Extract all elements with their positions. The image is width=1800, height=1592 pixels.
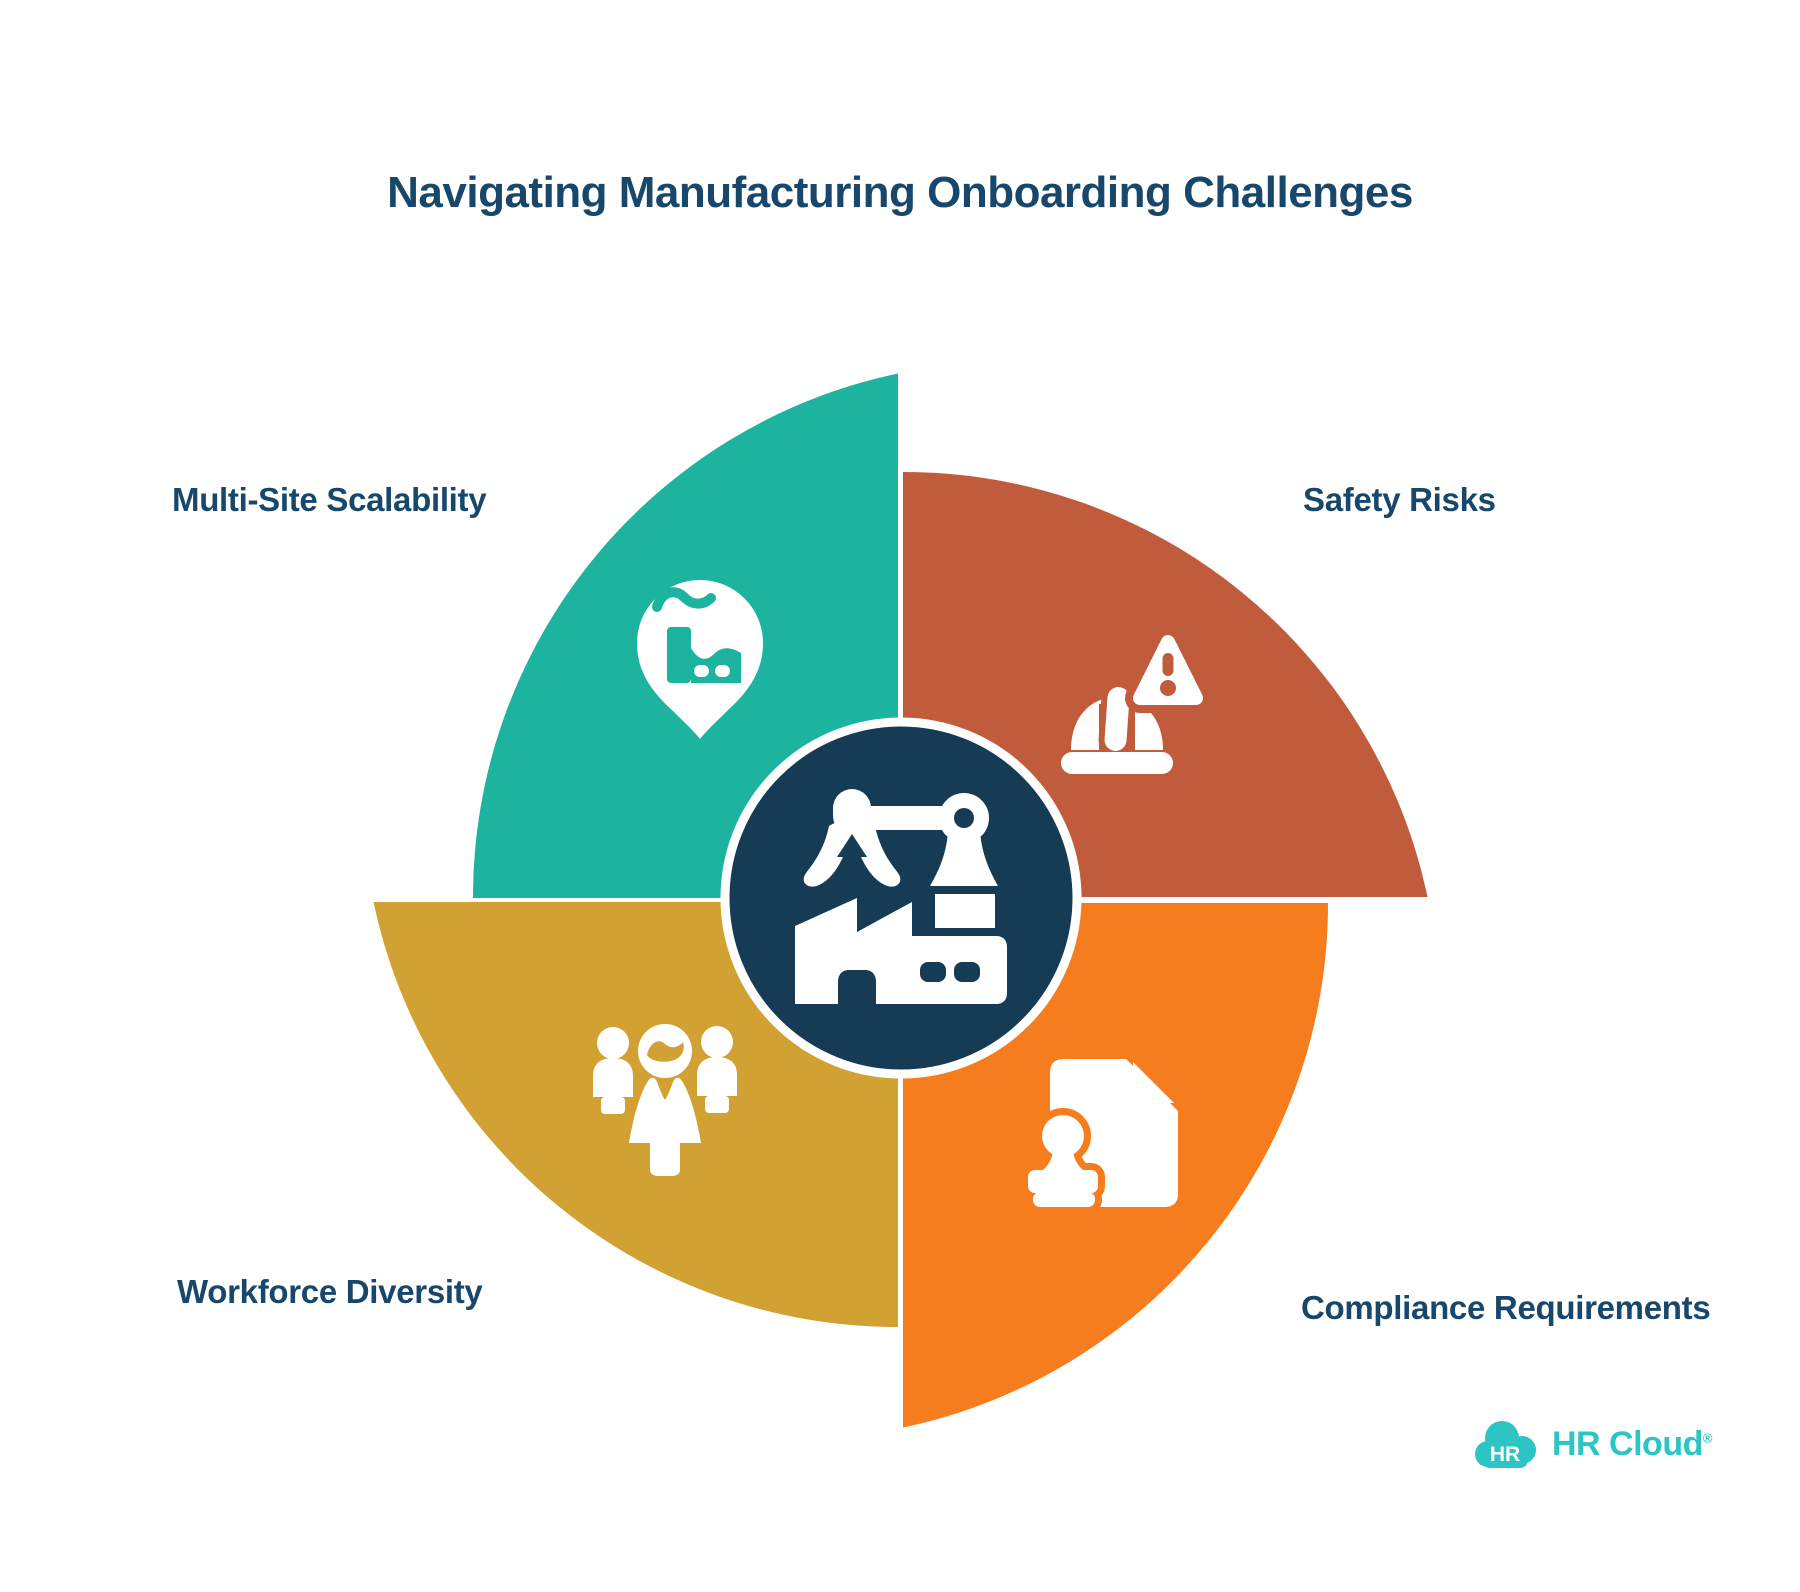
- woman-hair: [647, 1041, 684, 1062]
- hr-cloud-logo-icon: HR: [1475, 1421, 1536, 1468]
- page-title: Navigating Manufacturing Onboarding Chal…: [387, 168, 1413, 217]
- hr-cloud-logo: HR HR Cloud®: [1470, 1416, 1712, 1472]
- smoke-squiggle: [652, 587, 716, 612]
- stamped-document-icon: [1021, 1059, 1178, 1214]
- segment-label-multi-site-scalability: Multi-Site Scalability: [172, 481, 487, 518]
- hard-hat-warning-icon: [1061, 627, 1211, 774]
- factory-location-pin-icon: [637, 580, 763, 739]
- hr-badge-text: HR: [1490, 1443, 1520, 1466]
- hr-cloud-logo-text: HR Cloud®: [1552, 1425, 1713, 1463]
- diverse-workers-icon: [593, 1017, 737, 1183]
- registered-trademark-mark: ®: [1702, 1430, 1713, 1446]
- segment-label-compliance-requirements: Compliance Requirements: [1301, 1289, 1711, 1326]
- segment-label-workforce-diversity: Workforce Diversity: [177, 1273, 483, 1310]
- segment-label-safety-risks: Safety Risks: [1303, 481, 1496, 518]
- robotic-arm-factory-icon: [795, 789, 1007, 1004]
- center-hub-circle: [720, 717, 1082, 1079]
